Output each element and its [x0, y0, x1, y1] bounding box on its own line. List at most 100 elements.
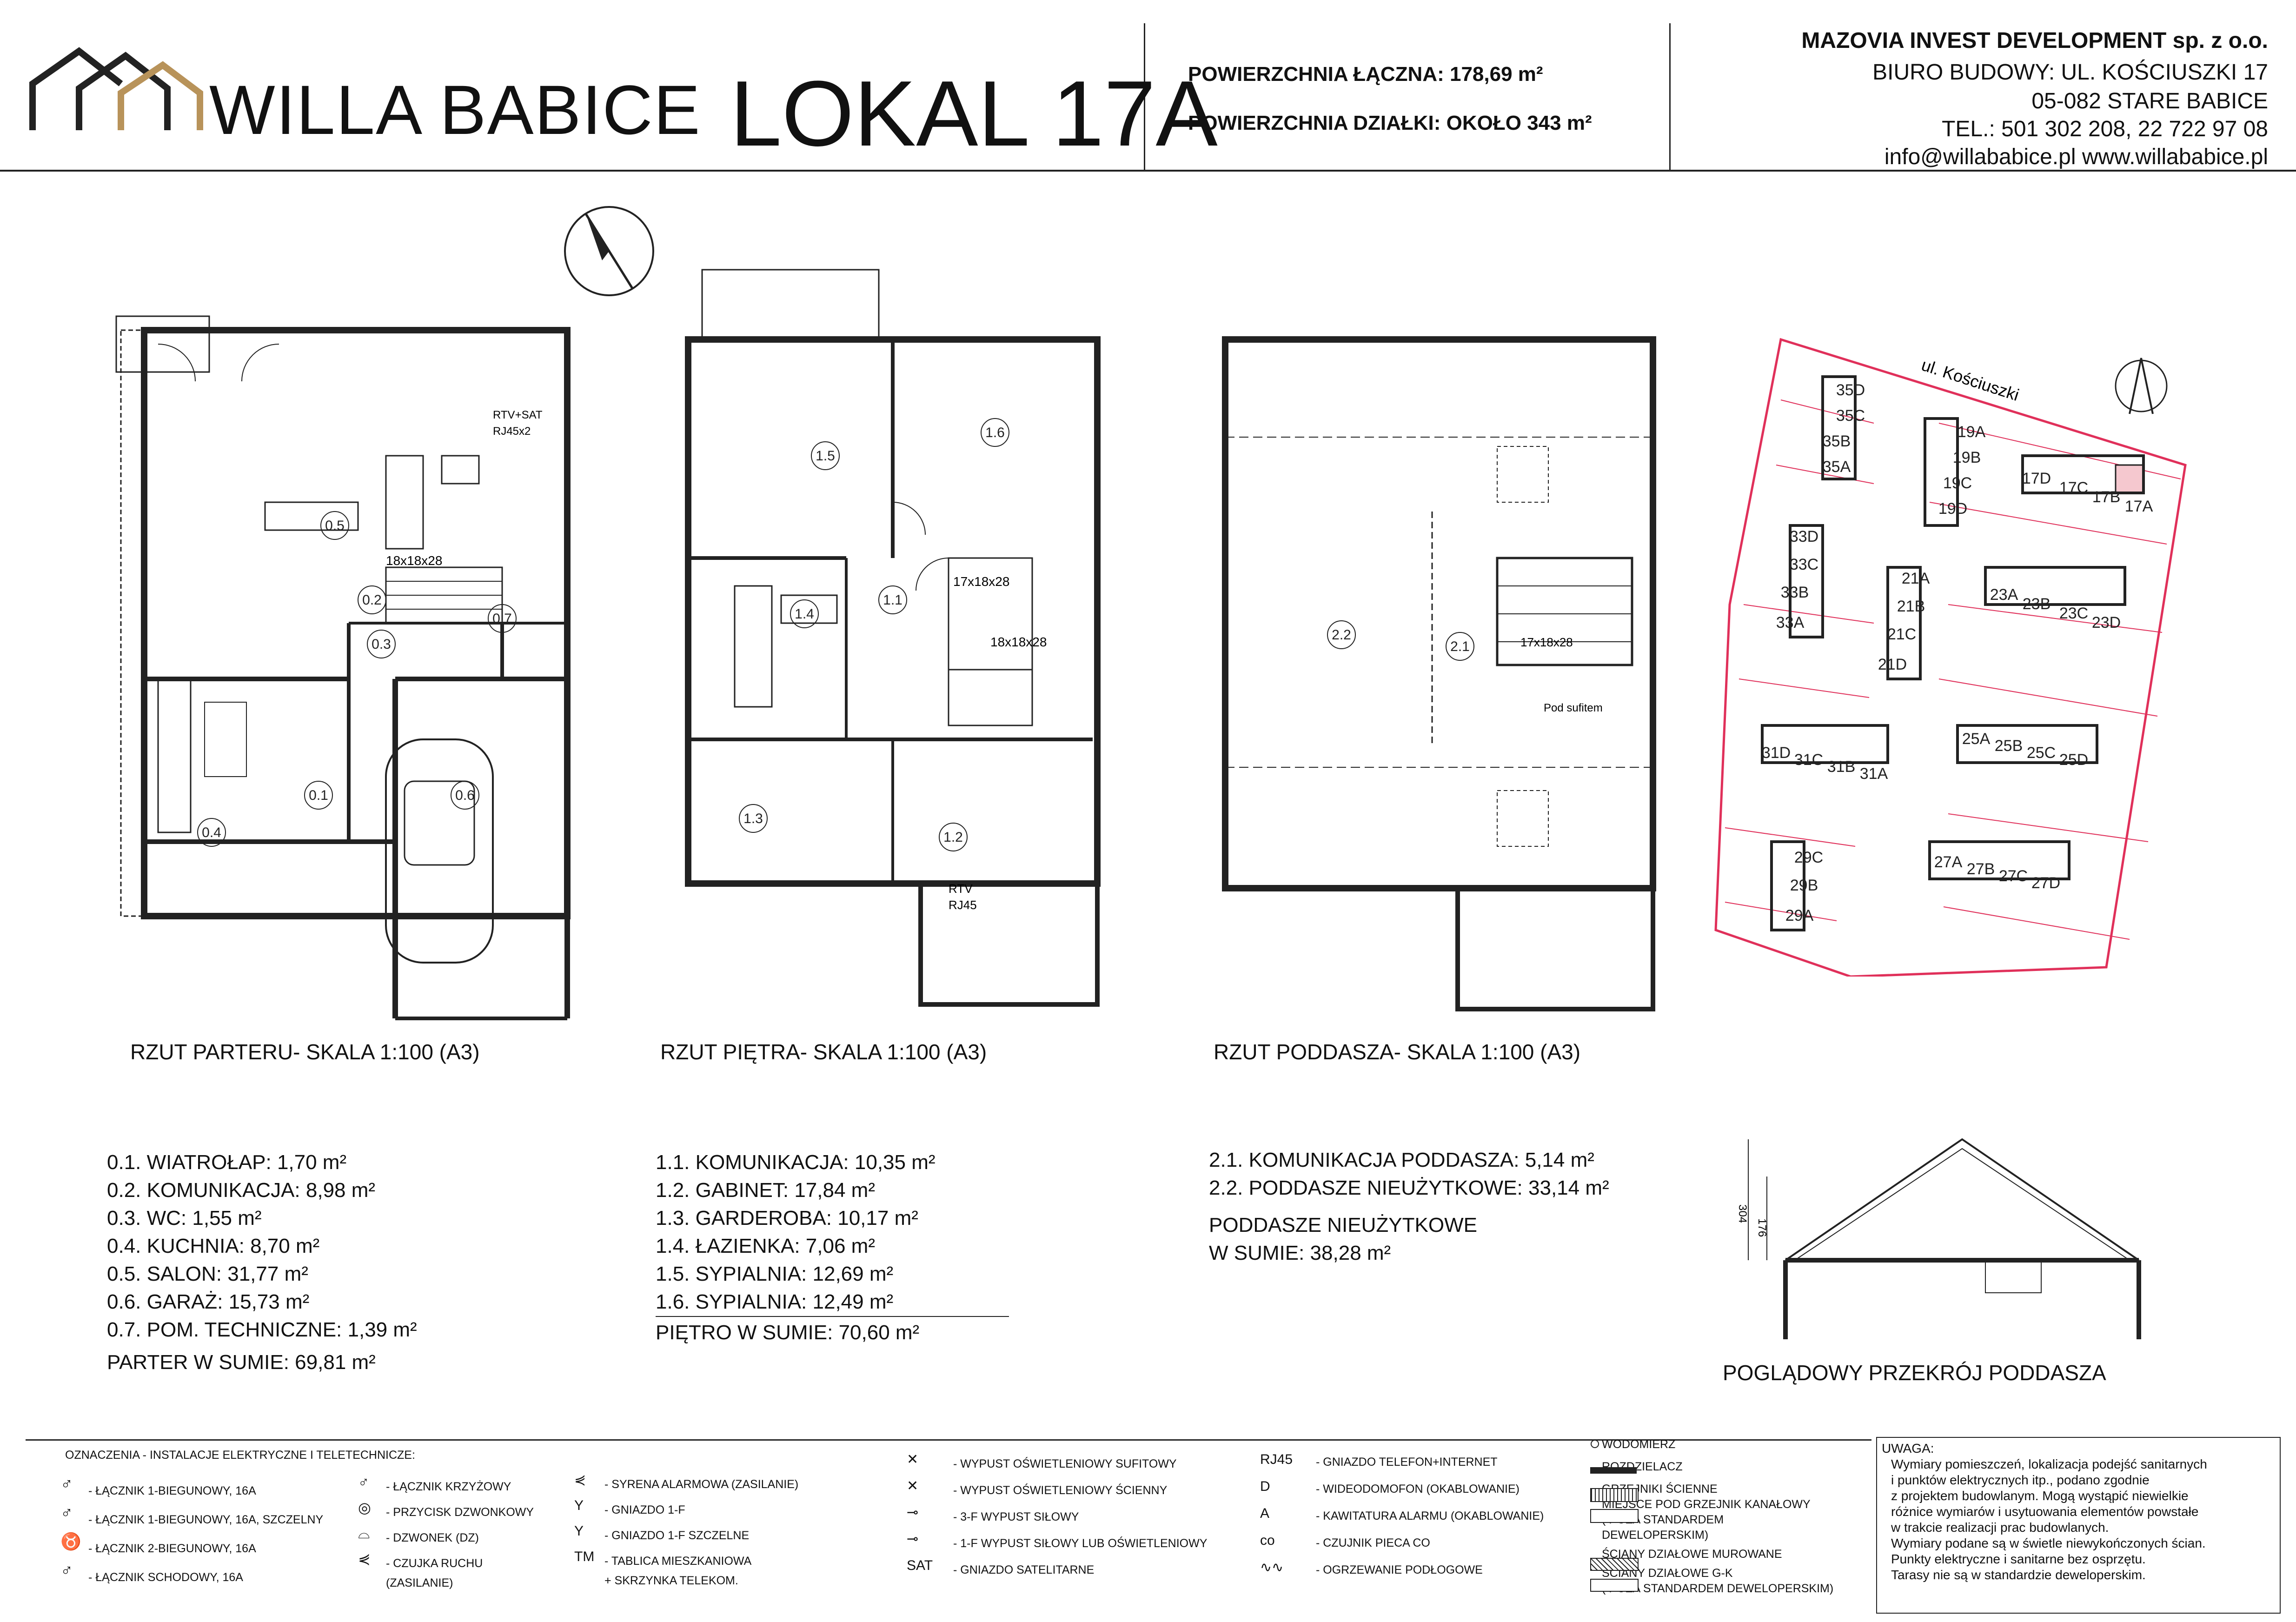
siren-icon: ⋞: [574, 1472, 586, 1488]
three-phase-outlet-icon: ⊸: [907, 1505, 919, 1520]
floor-heating-icon: ∿∿: [1260, 1560, 1284, 1575]
legend-item: - ŁĄCZNIK 1-BIEGUNOWY, 16A, SZCZELNY: [88, 1513, 324, 1526]
legend-item: - CZUJKA RUCHU: [386, 1557, 483, 1570]
room-label: 1.3: [743, 811, 763, 826]
room-item: 1.2. GABINET: 17,84 m²: [656, 1179, 875, 1202]
site-unit: 17D: [2022, 470, 2051, 487]
notes-line: różnice wymiarów i usytuowania elementów…: [1891, 1504, 2199, 1519]
site-unit: 33A: [1776, 614, 1805, 632]
site-unit: 19A: [1958, 423, 1986, 441]
company-phone: TEL.: 501 302 208, 22 722 97 08: [1942, 117, 2268, 141]
north-arrow-icon: [564, 206, 654, 296]
site-unit: 27B: [1967, 860, 1995, 878]
legend-item: - ŁĄCZNIK SCHODOWY, 16A: [88, 1571, 243, 1584]
legend-item: - ŁĄCZNIK KRZYŻOWY: [386, 1480, 511, 1493]
room-item: 0.1. WIATROŁAP: 1,70 m²: [107, 1151, 347, 1174]
ground-room-list: 0.1. WIATROŁAP: 1,70 m² 0.2. KOMUNIKACJA…: [107, 1149, 417, 1376]
site-unit: 25D: [2059, 751, 2088, 769]
room-item: 1.5. SYPIALNIA: 12,69 m²: [656, 1263, 894, 1285]
legend-col-2-icons: ♂ ◎ ⌓ ⋞: [358, 1469, 377, 1572]
room-item: 0.2. KOMUNIKACJA: 8,98 m²: [107, 1179, 376, 1202]
legend-item: - WIDEODOMOFON (OKABLOWANIE): [1316, 1482, 1520, 1496]
room-item: 0.6. GARAŻ: 15,73 m²: [107, 1290, 310, 1313]
site-unit: 17A: [2125, 498, 2153, 515]
legend-col-3-icons: ⋞ Y Y TM: [574, 1467, 602, 1569]
room-label: 1.4: [795, 606, 814, 622]
first-plan-caption: RZUT PIĘTRA- SKALA 1:100 (A3): [660, 1040, 987, 1064]
legend-col-1-icons: ♂ ♂ ♉ ♂: [60, 1469, 81, 1585]
notes-line: Wymiary podane są w świetle niewykończon…: [1891, 1536, 2206, 1550]
masonry-wall-symbol: [1590, 1558, 1639, 1571]
alarm-icon: A: [1260, 1506, 1270, 1521]
motion-sensor-icon: ⋞: [358, 1550, 371, 1567]
header-divider: [1144, 23, 1145, 170]
legend-item: - ŁĄCZNIK 2-BIEGUNOWY, 16A: [88, 1542, 256, 1555]
rtv-sat-label: RTV+SAT: [493, 409, 543, 421]
legend-item: - CZUJNIK PIECA CO: [1316, 1536, 1430, 1549]
ground-floor-plan: 0.5 0.2 0.3 0.7 0.1 0.4 0.6 18x18x28 RTV…: [115, 315, 571, 1020]
site-unit: 21A: [1902, 570, 1930, 587]
room-item: 0.5. SALON: 31,77 m²: [107, 1263, 308, 1285]
switch-sealed-icon: ♂: [60, 1503, 73, 1522]
legend-title: OZNACZENIA - INSTALACJE ELEKTRYCZNE I TE…: [65, 1449, 415, 1462]
single-phase-outlet-icon: ⊸: [907, 1531, 919, 1547]
legend-col-4: - WYPUST OŚWIETLENIOWY SUFITOWY - WYPUST…: [953, 1451, 1207, 1583]
site-unit: 33B: [1781, 584, 1809, 601]
tm-symbol: TM: [574, 1549, 595, 1564]
room-label: 0.3: [372, 637, 391, 652]
rj45-symbol: RJ45: [1260, 1452, 1293, 1467]
legend-item: DEWELOPERSKIM): [1602, 1529, 1709, 1542]
first-total: PIĘTRO W SUMIE: 70,60 m²: [656, 1316, 1009, 1347]
site-unit: 33C: [1790, 556, 1818, 573]
switch-icon: ♂: [60, 1474, 73, 1493]
site-unit: 27D: [2031, 874, 2060, 892]
bell-icon: ⌓: [358, 1525, 370, 1542]
room-item: 0.7. POM. TECHNICZNE: 1,39 m²: [107, 1318, 417, 1341]
legend-item: - 1-F WYPUST SIŁOWY LUB OŚWIETLENIOWY: [953, 1537, 1208, 1550]
room-item: 0.4. KUCHNIA: 8,70 m²: [107, 1235, 320, 1257]
room-item: 1.4. ŁAZIENKA: 7,06 m²: [656, 1235, 875, 1257]
legend-item: - 3-F WYPUST SIŁOWY: [953, 1510, 1079, 1523]
room-label: 0.1: [309, 788, 328, 803]
site-unit: 17C: [2059, 479, 2088, 497]
site-unit: 19C: [1943, 474, 1972, 492]
site-unit: 23D: [2092, 614, 2121, 632]
total-area: POWIERZCHNIA ŁĄCZNA: 178,69 m²: [1188, 63, 1543, 86]
wall-light-icon: ✕: [907, 1478, 919, 1494]
company-address-2: 05-082 STARE BABICE: [2031, 89, 2268, 113]
company-web[interactable]: info@willababice.pl www.willababice.pl: [1884, 145, 2268, 169]
legend-item: - TABLICA MIESZKANIOWA: [604, 1555, 752, 1568]
stairs-label-a: 17x18x28: [953, 574, 1009, 589]
company-address-1: BIURO BUDOWY: UL. KOŚCIUSZKI 17: [1872, 60, 2268, 85]
attic-plan: 2.2 2.1 17x18x28 Pod sufitem: [1222, 336, 1656, 1011]
stairs-label: 17x18x28: [1520, 635, 1573, 649]
legend-item: (ZASILANIE): [386, 1576, 453, 1589]
notes-line: Punkty elektryczne i sanitarne bez osprz…: [1891, 1552, 2146, 1566]
plot-area: POWIERZCHNIA DZIAŁKI: OKOŁO 343 m²: [1188, 112, 1592, 134]
notes-title: UWAGA:: [1882, 1441, 1934, 1456]
room-label: 1.2: [943, 830, 963, 845]
notes-box: UWAGA: Wymiary pomieszczeń, lokalizacja …: [1876, 1437, 2281, 1614]
site-unit: 27C: [1999, 867, 2028, 885]
legend-item: - OGRZEWANIE PODŁOGOWE: [1316, 1563, 1483, 1576]
cross-switch-icon: ♂: [358, 1474, 369, 1490]
site-unit: 31D: [1762, 744, 1791, 762]
site-unit: 35C: [1836, 407, 1865, 425]
unit-title: LOKAL 17A: [730, 62, 1218, 166]
site-unit: 35D: [1836, 381, 1865, 399]
drywall-symbol: [1590, 1579, 1639, 1592]
legend-col-5: - GNIAZDO TELEFON+INTERNET - WIDEODOMOFO…: [1316, 1449, 1544, 1583]
legend-col-1: - ŁĄCZNIK 1-BIEGUNOWY, 16A - ŁĄCZNIK 1-B…: [88, 1476, 323, 1592]
attic-total-2: W SUMIE: 38,28 m²: [1209, 1242, 1391, 1264]
room-item: 1.6. SYPIALNIA: 12,49 m²: [656, 1290, 894, 1313]
legend-item: ( POZA STANDARDEM DEWELOPERSKIM): [1602, 1582, 1834, 1595]
room-label: 0.5: [325, 518, 345, 533]
room-item: 1.1. KOMUNIKACJA: 10,35 m²: [656, 1151, 936, 1174]
channel-radiator-symbol: [1590, 1509, 1639, 1523]
room-label: 1.6: [985, 425, 1005, 440]
water-meter-icon: [1591, 1440, 1599, 1448]
ceiling-light-icon: ✕: [907, 1452, 919, 1467]
notes-line: i punktów elektrycznych itp., podano zgo…: [1891, 1473, 2150, 1487]
legend-item: - DZWONEK (DZ): [386, 1531, 479, 1544]
legend-col-5-icons: RJ45 D A co ∿∿: [1260, 1446, 1311, 1581]
